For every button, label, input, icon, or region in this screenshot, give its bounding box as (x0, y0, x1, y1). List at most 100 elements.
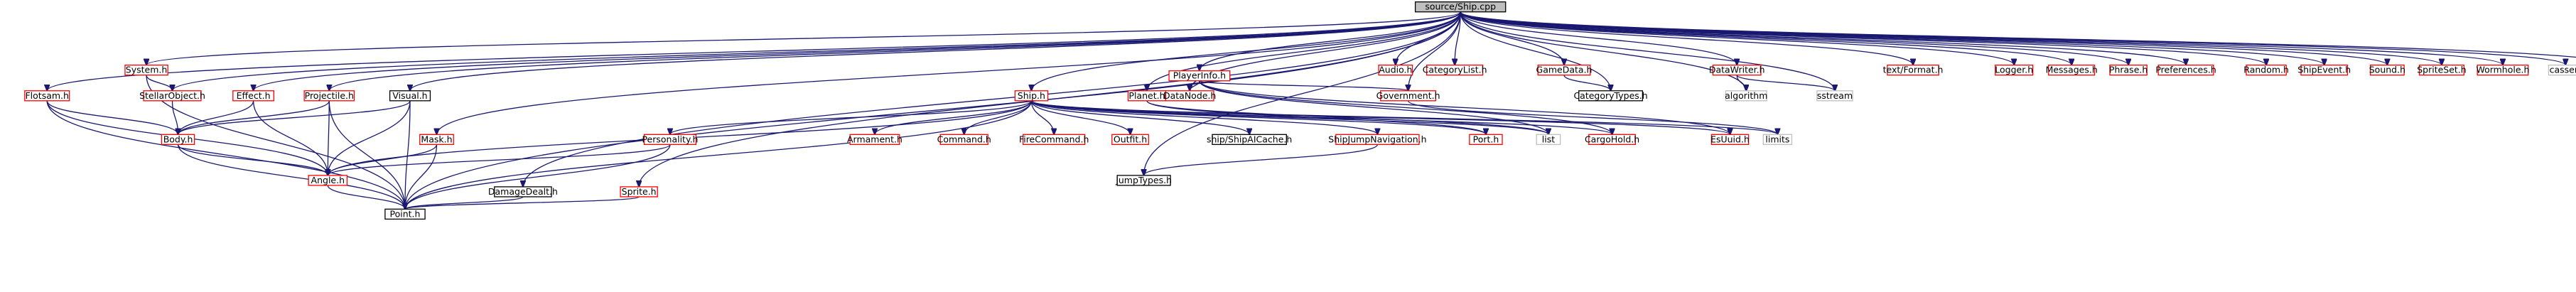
node-label: algorithm (1725, 90, 1767, 101)
node-label: CargoHold.h (1585, 134, 1639, 144)
edge-ship_h-to-personality_h (670, 100, 1033, 134)
edge-visual_h-to-body_h (178, 100, 411, 134)
node-label: DataNode.h (1163, 90, 1216, 101)
node-armament-h[interactable]: Armament.h (847, 134, 902, 146)
edge-body_h-to-angle_h (177, 144, 328, 175)
node-flotsam-h[interactable]: Flotsam.h (24, 90, 70, 102)
node-box (2109, 65, 2147, 76)
node-label: source/Ship.cpp (1425, 1, 1496, 12)
node-box (620, 186, 658, 198)
node-box (161, 134, 195, 146)
node-body-h[interactable]: Body.h (161, 134, 195, 146)
node-box (1426, 65, 1484, 76)
node-logger-h[interactable]: Logger.h (1995, 65, 2034, 76)
node-box (1168, 70, 1231, 82)
node-label: DataWriter.h (1709, 65, 1765, 75)
node-box (1116, 175, 1171, 186)
node-audio-h[interactable]: Audio.h (1378, 65, 1413, 76)
node-text-format-h[interactable]: text/Format.h (1883, 65, 1944, 76)
node-label: JumpTypes.h (1115, 175, 1172, 185)
edge-flotsam_h-to-point_h (46, 100, 405, 210)
edge-ship_cpp-to-planet_h (1147, 11, 1461, 91)
node-random-h[interactable]: Random.h (2243, 65, 2289, 76)
node-list: list (1536, 134, 1561, 146)
node-mask-h[interactable]: Mask.h (419, 134, 454, 146)
edge-personality_h-to-point_h (405, 144, 671, 209)
node-categorytypes-h[interactable]: CategoryTypes.h (1573, 90, 1648, 102)
node-esuuid-h[interactable]: EsUuid.h (1710, 134, 1750, 146)
edge-ship_cpp-to-datawriter_h (1460, 11, 1737, 65)
node-label: Effect.h (237, 90, 271, 101)
node-label: EsUuid.h (1710, 134, 1750, 144)
node-projectile-h[interactable]: Projectile.h (303, 90, 355, 102)
node-government-h[interactable]: Government.h (1376, 90, 1440, 102)
node-box (2418, 65, 2465, 76)
node-box (419, 134, 454, 146)
node-box (939, 134, 988, 146)
node-box (2300, 65, 2349, 76)
node-box (1469, 134, 1503, 146)
node-box (1588, 134, 1637, 146)
node-box (2548, 65, 2576, 76)
node-box (1816, 90, 1853, 102)
node-personality-h[interactable]: Personality.h (642, 134, 698, 146)
node-datawriter-h[interactable]: DataWriter.h (1709, 65, 1765, 76)
node-limits: limits (1762, 134, 1793, 146)
node-point-h[interactable]: Point.h (384, 208, 426, 220)
node-categorylist-h[interactable]: CategoryList.h (1423, 65, 1487, 76)
edge-ship_cpp-to-ship_h (1031, 11, 1461, 91)
node-angle-h[interactable]: Angle.h (308, 175, 348, 186)
node-jumptypes-h[interactable]: JumpTypes.h (1115, 175, 1172, 186)
edge-ship_cpp-to-visual_h (410, 11, 1461, 91)
node-playerinfo-h[interactable]: PlayerInfo.h (1168, 70, 1231, 82)
node-planet-h[interactable]: Planet.h (1127, 90, 1167, 102)
node-gamedata-h[interactable]: GameData.h (1536, 65, 1593, 76)
node-phrase-h[interactable]: Phrase.h (2109, 65, 2147, 76)
node-damagedealt-h[interactable]: DamageDealt.h (488, 186, 558, 198)
node-outfit-h[interactable]: Outfit.h (1111, 134, 1149, 146)
node-box (389, 90, 431, 102)
node-datanode-h[interactable]: DataNode.h (1163, 90, 1216, 102)
node-stellarobject-h[interactable]: StellarObject.h (139, 90, 205, 102)
node-label: Visual.h (392, 90, 427, 101)
node-cargohold-h[interactable]: CargoHold.h (1585, 134, 1639, 146)
node-visual-h[interactable]: Visual.h (389, 90, 431, 102)
node-box (1111, 134, 1149, 146)
node-box (849, 134, 900, 146)
node-preferences-h[interactable]: Preferences.h (2155, 65, 2216, 76)
node-effect-h[interactable]: Effect.h (232, 90, 274, 102)
node-firecommand-h[interactable]: FireCommand.h (1019, 134, 1089, 146)
node-messages-h[interactable]: Messages.h (2046, 65, 2098, 76)
node-ship-cpp[interactable]: source/Ship.cpp (1414, 1, 1507, 13)
node-shipevent-h[interactable]: ShipEvent.h (2297, 65, 2351, 76)
node-shipaicache-h[interactable]: ship/ShipAICache.h (1207, 134, 1292, 146)
node-sprite-h[interactable]: Sprite.h (620, 186, 658, 198)
node-sound-h[interactable]: Sound.h (2369, 65, 2405, 76)
edge-planet_h-to-port_h (1146, 100, 1486, 134)
edge-ship_cpp-to-cmath (1460, 11, 2576, 58)
node-box (2048, 65, 2096, 76)
node-box (1887, 65, 1939, 76)
edge-ship_cpp-to-projectile_h (329, 11, 1461, 91)
node-label: Sound.h (2369, 65, 2405, 75)
node-system-h[interactable]: System.h (124, 65, 168, 76)
node-label: ShipEvent.h (2297, 65, 2351, 75)
node-box (24, 90, 70, 102)
node-ship-h[interactable]: Ship.h (1014, 90, 1049, 102)
node-spriteset-h[interactable]: SpriteSet.h (2417, 65, 2467, 76)
node-label: FireCommand.h (1019, 134, 1089, 144)
node-command-h[interactable]: Command.h (937, 134, 991, 146)
edge-mask_h-to-angle_h (328, 144, 438, 175)
edge-ship_h-to-limits (1030, 100, 1777, 134)
node-label: sstream (1817, 90, 1853, 101)
node-port-h[interactable]: Port.h (1469, 134, 1503, 146)
node-label: text/Format.h (1883, 65, 1944, 75)
node-shipjumpnav-h[interactable]: ShipJumpNavigation.h (1328, 134, 1427, 146)
edge-ship_h-to-outfit_h (1030, 100, 1130, 134)
node-label: Personality.h (642, 134, 698, 144)
edge-playerinfo_h-to-government_h (1199, 80, 1408, 91)
edge-ship_cpp-to-effect_h (254, 11, 1461, 91)
node-wormhole-h[interactable]: Wormhole.h (2476, 65, 2529, 76)
